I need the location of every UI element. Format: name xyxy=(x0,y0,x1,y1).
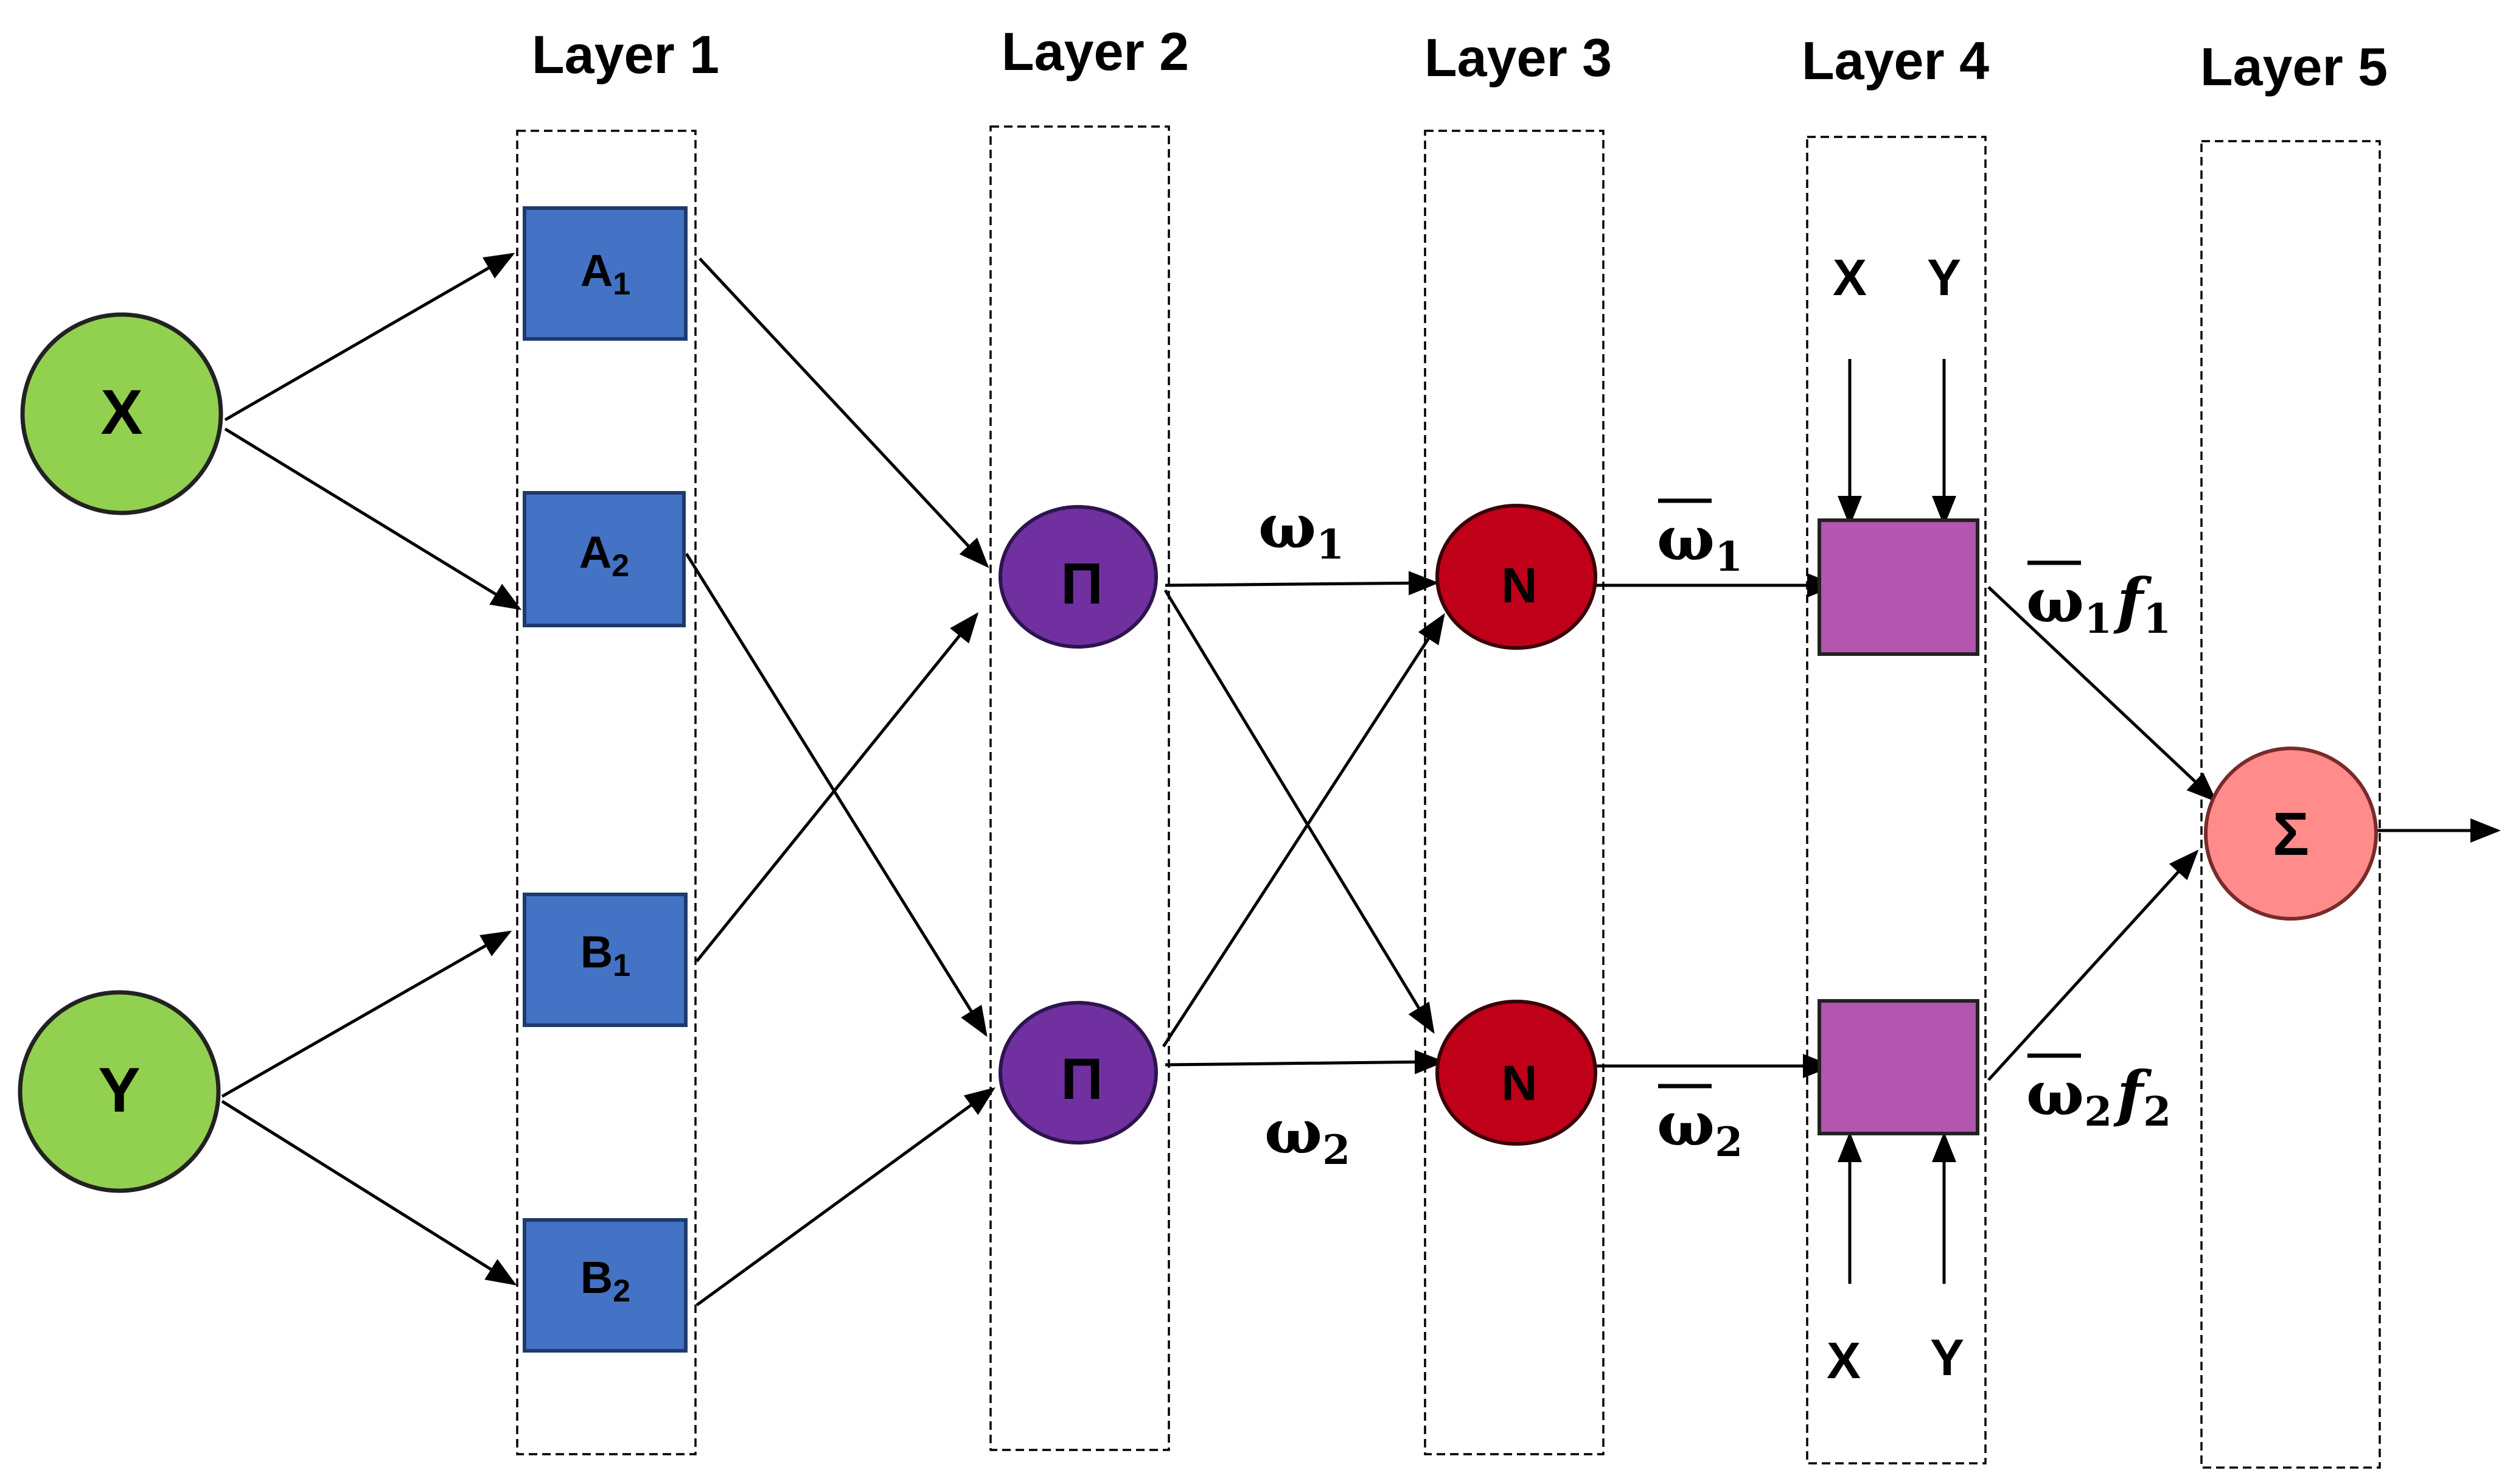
layer4-bottom-x-label: X xyxy=(1827,1332,1861,1389)
membership-node-b2: B2 xyxy=(523,1218,688,1353)
norm-node-1-label: N xyxy=(1501,558,1537,613)
edges-layer3-to-layer4 xyxy=(1591,573,1838,1078)
svg-text:ω2: ω2 xyxy=(1657,1088,1743,1166)
consequent-node-1 xyxy=(1818,518,1979,656)
weight-w2-bar-label: ω2 xyxy=(1657,1084,1743,1166)
svg-text:ω1f1: ω1f1 xyxy=(2026,565,2171,643)
output-w2f2-label: ω2f2 xyxy=(2026,1053,2171,1135)
norm-node-2: N xyxy=(1435,1000,1597,1146)
edges-layer4-to-layer5 xyxy=(1987,586,2501,1081)
sum-node-label: Σ xyxy=(2273,800,2309,868)
input-node-x-shape xyxy=(20,312,223,515)
layer4-top-y-label: Y xyxy=(1927,249,1961,306)
edges-layer4-external-inputs xyxy=(1838,359,1956,1284)
weight-w2-label: ω2 xyxy=(1264,1096,1350,1174)
consequent-node-2 xyxy=(1818,999,1979,1135)
layer4-top-x-label: X xyxy=(1833,249,1867,306)
input-node-x: X xyxy=(20,312,223,515)
rule-node-1: Π xyxy=(999,505,1158,649)
input-node-y-shape xyxy=(18,990,221,1193)
layer-2-column xyxy=(989,125,1170,1451)
layer-4-title: Layer 4 xyxy=(1802,30,1989,91)
layer-5-title: Layer 5 xyxy=(2200,37,2388,97)
layer-1-title: Layer 1 xyxy=(532,24,719,85)
input-node-y: Y xyxy=(18,990,221,1193)
svg-text:A2: A2 xyxy=(579,527,629,583)
svg-text:ω2f2: ω2f2 xyxy=(2026,1057,2171,1135)
membership-node-a2: A2 xyxy=(523,491,686,627)
svg-text:B2: B2 xyxy=(580,1252,630,1309)
layer-3-title: Layer 3 xyxy=(1424,27,1612,88)
svg-text:B1: B1 xyxy=(580,927,630,983)
edges-layer1-to-layer2 xyxy=(685,257,996,1307)
rule-node-1-label: Π xyxy=(1061,551,1103,616)
layer-2-title: Layer 2 xyxy=(1002,21,1189,82)
layer4-bottom-y-label: Y xyxy=(1930,1329,1964,1386)
rule-node-2-label: Π xyxy=(1061,1047,1103,1112)
membership-node-a1: A1 xyxy=(523,206,688,341)
layer-5-column xyxy=(2200,140,2381,1469)
norm-node-2-label: N xyxy=(1501,1056,1537,1111)
svg-text:ω1: ω1 xyxy=(1657,503,1743,580)
weight-w1-bar-label: ω1 xyxy=(1657,498,1743,580)
norm-node-1: N xyxy=(1435,504,1597,650)
output-w1f1-label: ω1f1 xyxy=(2026,560,2171,643)
rule-node-2: Π xyxy=(999,1001,1158,1144)
edges-layer2-to-layer3 xyxy=(1162,571,1445,1075)
sum-node: Σ xyxy=(2204,747,2378,921)
layer-4-column xyxy=(1806,136,1987,1465)
svg-text:A1: A1 xyxy=(580,245,630,302)
edges-input-to-layer1 xyxy=(221,253,522,1286)
input-node-x-label: X xyxy=(100,377,142,448)
weight-w1-label: ω1 xyxy=(1258,490,1344,568)
layer-3-column xyxy=(1424,130,1605,1455)
input-node-y-label: Y xyxy=(98,1055,140,1126)
membership-node-b1: B1 xyxy=(523,893,688,1027)
